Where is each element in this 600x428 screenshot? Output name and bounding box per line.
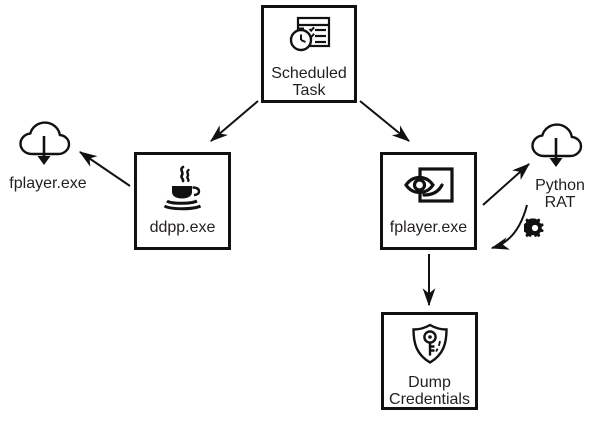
node-cloud-python-rat-label: Python RAT	[535, 177, 585, 211]
gear-icon	[522, 217, 546, 244]
node-cloud-fplayer-exe-label: fplayer.exe	[9, 175, 87, 192]
node-dump-credentials[interactable]: Dump Credentials	[381, 312, 478, 410]
node-fplayer-exe[interactable]: fplayer.exe	[380, 152, 477, 250]
edge-task-to-ddpp	[210, 100, 259, 142]
node-ddpp-exe[interactable]: ddpp.exe	[134, 152, 231, 250]
node-scheduled-task[interactable]: Scheduled Task	[261, 5, 357, 103]
node-cloud-python-rat[interactable]: Python RAT	[520, 122, 600, 211]
node-scheduled-task-label: Scheduled Task	[271, 65, 347, 99]
node-cloud-fplayer-exe[interactable]: fplayer.exe	[2, 120, 94, 192]
node-dump-credentials-label: Dump Credentials	[389, 374, 470, 408]
cloud-download-icon	[529, 122, 591, 175]
node-ddpp-exe-label: ddpp.exe	[149, 219, 216, 236]
scheduled-task-icon	[286, 16, 332, 61]
shield-key-icon	[408, 323, 452, 372]
edge-cloud-python-rat-to-fplayer	[490, 204, 528, 250]
nvidia-eye-icon	[402, 167, 456, 216]
java-coffee-icon	[159, 165, 207, 216]
cloud-download-icon	[17, 120, 79, 173]
edge-task-to-fplayer	[359, 100, 410, 142]
node-fplayer-exe-label: fplayer.exe	[389, 219, 468, 236]
